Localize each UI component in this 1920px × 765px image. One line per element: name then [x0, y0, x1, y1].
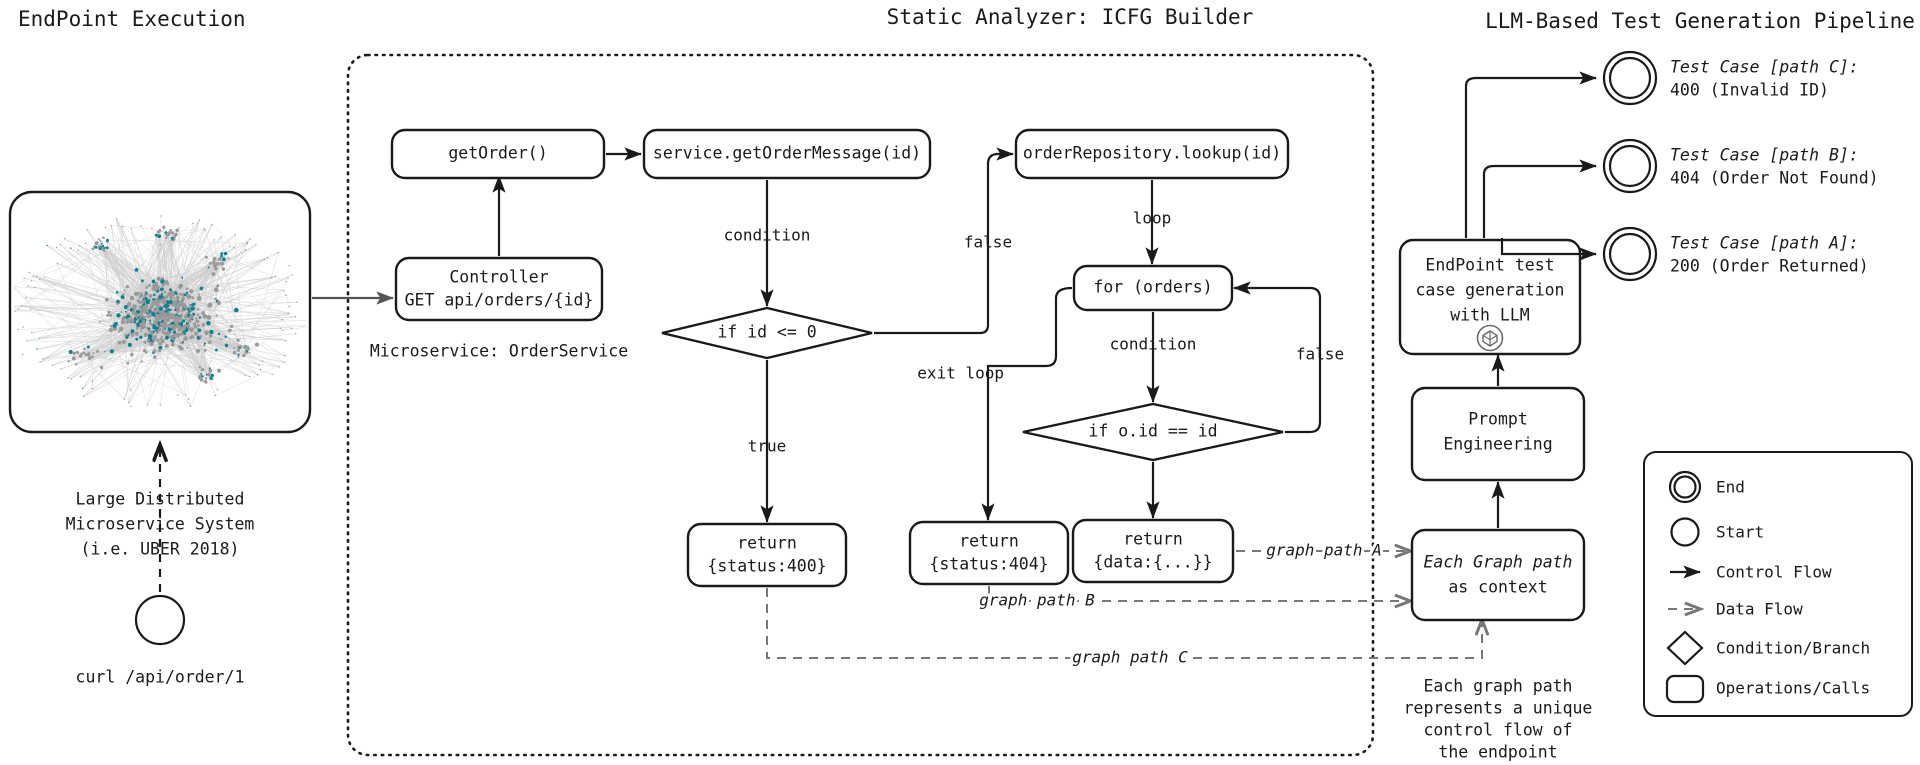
graph-path-context-line1: Each Graph path	[1423, 553, 1572, 572]
legend-label-data-flow: Data Flow	[1716, 600, 1803, 619]
edge-label-true: true	[748, 437, 787, 456]
graph-path-c-flow	[766, 588, 1482, 659]
pipeline-note-line3: control flow of	[1423, 721, 1572, 740]
section-title-left: EndPoint Execution	[18, 7, 246, 31]
if-oid-diamond[interactable]	[1022, 402, 1284, 462]
order-repository-lookup-node[interactable]	[1014, 128, 1290, 180]
controller-label-line1: Controller	[449, 268, 548, 287]
openai-logo-icon	[1476, 324, 1504, 352]
edge-label-false-loop: false	[1296, 345, 1344, 364]
test-case-b-node[interactable]	[1602, 138, 1658, 194]
for-orders-label: for (orders)	[1093, 278, 1212, 297]
edge-label-false-ifid: false	[964, 233, 1012, 252]
section-title-center: Static Analyzer: ICFG Builder	[887, 5, 1254, 29]
for-orders-node[interactable]	[1072, 264, 1234, 312]
endpoint-testgen-node[interactable]	[1398, 238, 1582, 356]
return-404-node[interactable]	[908, 520, 1070, 586]
prompt-engineering-line1: Prompt	[1468, 410, 1528, 429]
return-400-label-line2: {status:400}	[707, 557, 826, 576]
start-circle-icon	[134, 594, 186, 646]
testgen-to-case-b-arrow	[1482, 159, 1597, 238]
edge-label-graph-path-c: graph path C	[1072, 648, 1188, 667]
testgen-to-case-c-arrow	[1464, 71, 1597, 238]
endpoint-testgen-line1: EndPoint test	[1425, 256, 1554, 275]
graph-path-b-flow	[988, 586, 1410, 601]
pipeline-note-line1: Each graph path	[1423, 677, 1572, 696]
return-400-label-line1: return	[737, 534, 797, 553]
test-case-a-node[interactable]	[1602, 226, 1658, 282]
legend-icon-rounded-rect	[1665, 674, 1705, 704]
legend-label-start: Start	[1716, 523, 1764, 542]
test-case-c-label-line1: Test Case [path C]:	[1670, 58, 1859, 77]
edge-label-graph-path-b: graph path B	[979, 591, 1095, 610]
legend-label-control-flow: Control Flow	[1716, 563, 1832, 582]
curl-command-label: curl /api/order/1	[76, 668, 245, 687]
getorder-node[interactable]	[390, 128, 606, 180]
return-400-node[interactable]	[686, 522, 848, 588]
test-case-c-node[interactable]	[1602, 50, 1658, 106]
for-exit-loop-arrow	[981, 286, 1073, 521]
return-data-node[interactable]	[1071, 518, 1235, 584]
graph-caption-line2: Microservice System	[66, 515, 255, 534]
if-oid-label: if o.id == id	[1088, 422, 1217, 441]
legend-icon-start	[1670, 517, 1700, 547]
return-404-label-line2: {status:404}	[929, 555, 1048, 574]
order-repository-lookup-label: orderRepository.lookup(id)	[1023, 144, 1281, 163]
legend-label-operations: Operations/Calls	[1716, 679, 1870, 698]
pipeline-note-line4: the endpoint	[1438, 743, 1557, 762]
prompt-engineering-node[interactable]	[1410, 386, 1586, 482]
graph-caption-line3: (i.e. UBER 2018)	[81, 540, 240, 559]
legend-icon-diamond	[1666, 630, 1704, 666]
controller-label-line2: GET api/orders/{id}	[405, 291, 594, 310]
prompt-engineering-line2: Engineering	[1443, 435, 1552, 454]
service-getordermessage-label: service.getOrderMessage(id)	[653, 144, 921, 163]
test-case-b-label-line1: Test Case [path B]:	[1670, 146, 1859, 165]
legend-panel	[1643, 451, 1913, 717]
ifid-false-arrow	[874, 147, 1014, 335]
ifoid-false-loopback-arrow	[1233, 281, 1322, 434]
test-case-c-label-line2: 400 (Invalid ID)	[1670, 81, 1829, 100]
graph-caption-line1: Large Distributed	[76, 490, 245, 509]
legend-icon-end	[1668, 470, 1702, 504]
pipeline-note-line2: represents a unique	[1404, 699, 1593, 718]
edge-label-exit-loop: exit loop	[917, 364, 1004, 383]
test-case-a-label-line1: Test Case [path A]:	[1670, 234, 1859, 253]
edge-label-loop: loop	[1133, 209, 1172, 228]
edge-label-graph-path-a: graph path A	[1266, 541, 1382, 560]
graph-path-context-line2: as context	[1448, 578, 1547, 597]
getorder-label: getOrder()	[448, 144, 547, 163]
edge-label-condition-1: condition	[724, 226, 811, 245]
testgen-to-case-a-arrow	[1500, 238, 1597, 261]
legend-label-end: End	[1716, 478, 1745, 497]
return-404-label-line1: return	[959, 532, 1019, 551]
edge-label-condition-2: condition	[1110, 335, 1197, 354]
graph-path-context-node[interactable]	[1410, 528, 1586, 622]
return-data-label-line1: return	[1123, 530, 1183, 549]
if-id-label: if id <= 0	[717, 323, 816, 342]
endpoint-testgen-line2: case generation	[1415, 281, 1564, 300]
microservice-graph-visual	[14, 215, 306, 407]
icfg-container	[346, 53, 1375, 757]
if-id-diamond[interactable]	[661, 306, 873, 360]
service-getordermessage-node[interactable]	[642, 128, 932, 180]
legend-label-condition: Condition/Branch	[1716, 639, 1870, 658]
test-case-b-label-line2: 404 (Order Not Found)	[1670, 169, 1879, 188]
return-data-label-line2: {data:{...}}	[1093, 553, 1212, 572]
test-case-a-label-line2: 200 (Order Returned)	[1670, 257, 1869, 276]
endpoint-testgen-line3: with LLM	[1450, 306, 1530, 325]
controller-node[interactable]	[394, 256, 604, 322]
section-title-right: LLM-Based Test Generation Pipeline	[1485, 9, 1915, 33]
microservice-note: Microservice: OrderService	[370, 342, 628, 361]
